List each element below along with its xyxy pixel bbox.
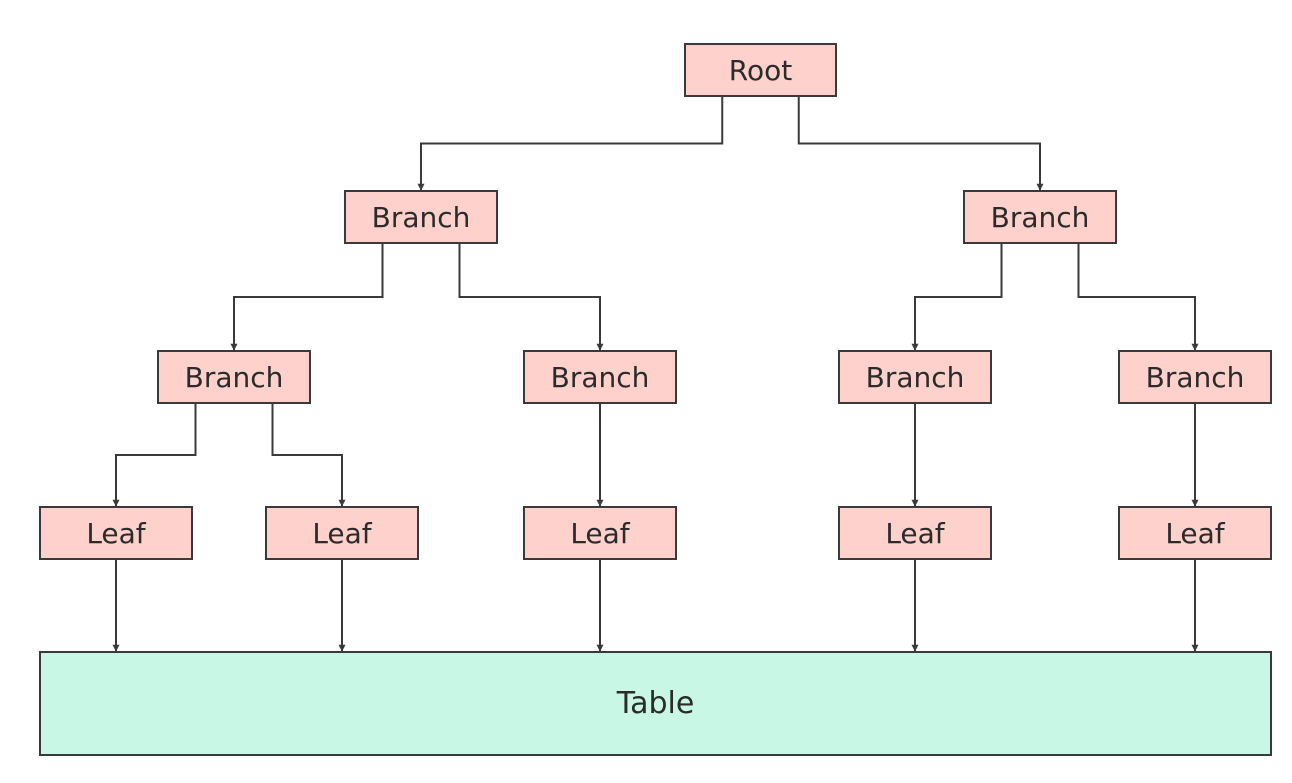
branch-node-level1-right: Branch <box>963 190 1117 244</box>
edge-branch_l1_right-to-branch_l2_4 <box>1077 244 1199 351</box>
branch-node-label: Branch <box>550 360 650 394</box>
branch-node-label: Branch <box>990 200 1090 234</box>
branch-node-level2-3: Branch <box>838 350 992 404</box>
branch-node-level1-left: Branch <box>344 190 498 244</box>
root-node-label: Root <box>728 53 793 87</box>
leaf-node-3: Leaf <box>523 506 677 560</box>
edge-branch_l2_1-to-leaf_2 <box>271 404 346 507</box>
leaf-node-label: Leaf <box>86 516 146 550</box>
edge-root-to-branch_l1_left <box>417 97 724 191</box>
branch-node-label: Branch <box>865 360 965 394</box>
branch-node-label: Branch <box>184 360 284 394</box>
leaf-node-label: Leaf <box>570 516 630 550</box>
leaf-node-label: Leaf <box>312 516 372 550</box>
branch-node-level2-4: Branch <box>1118 350 1272 404</box>
branch-node-label: Branch <box>371 200 471 234</box>
leaf-node-2: Leaf <box>265 506 419 560</box>
leaf-node-1: Leaf <box>39 506 193 560</box>
root-node: Root <box>684 43 837 97</box>
edge-branch_l2_1-to-leaf_1 <box>112 404 197 507</box>
table-node-label: Table <box>616 686 695 721</box>
edge-branch_l1_right-to-branch_l2_3 <box>911 244 1003 351</box>
leaf-node-4: Leaf <box>838 506 992 560</box>
leaf-node-5: Leaf <box>1118 506 1272 560</box>
leaf-node-label: Leaf <box>885 516 945 550</box>
branch-node-level2-2: Branch <box>523 350 677 404</box>
branch-node-level2-1: Branch <box>157 350 311 404</box>
edge-branch_l1_left-to-branch_l2_2 <box>458 244 604 351</box>
edge-branch_l1_left-to-branch_l2_1 <box>230 244 384 351</box>
table-node: Table <box>39 651 1272 756</box>
leaf-node-label: Leaf <box>1165 516 1225 550</box>
branch-node-label: Branch <box>1145 360 1245 394</box>
edge-root-to-branch_l1_right <box>797 97 1044 191</box>
